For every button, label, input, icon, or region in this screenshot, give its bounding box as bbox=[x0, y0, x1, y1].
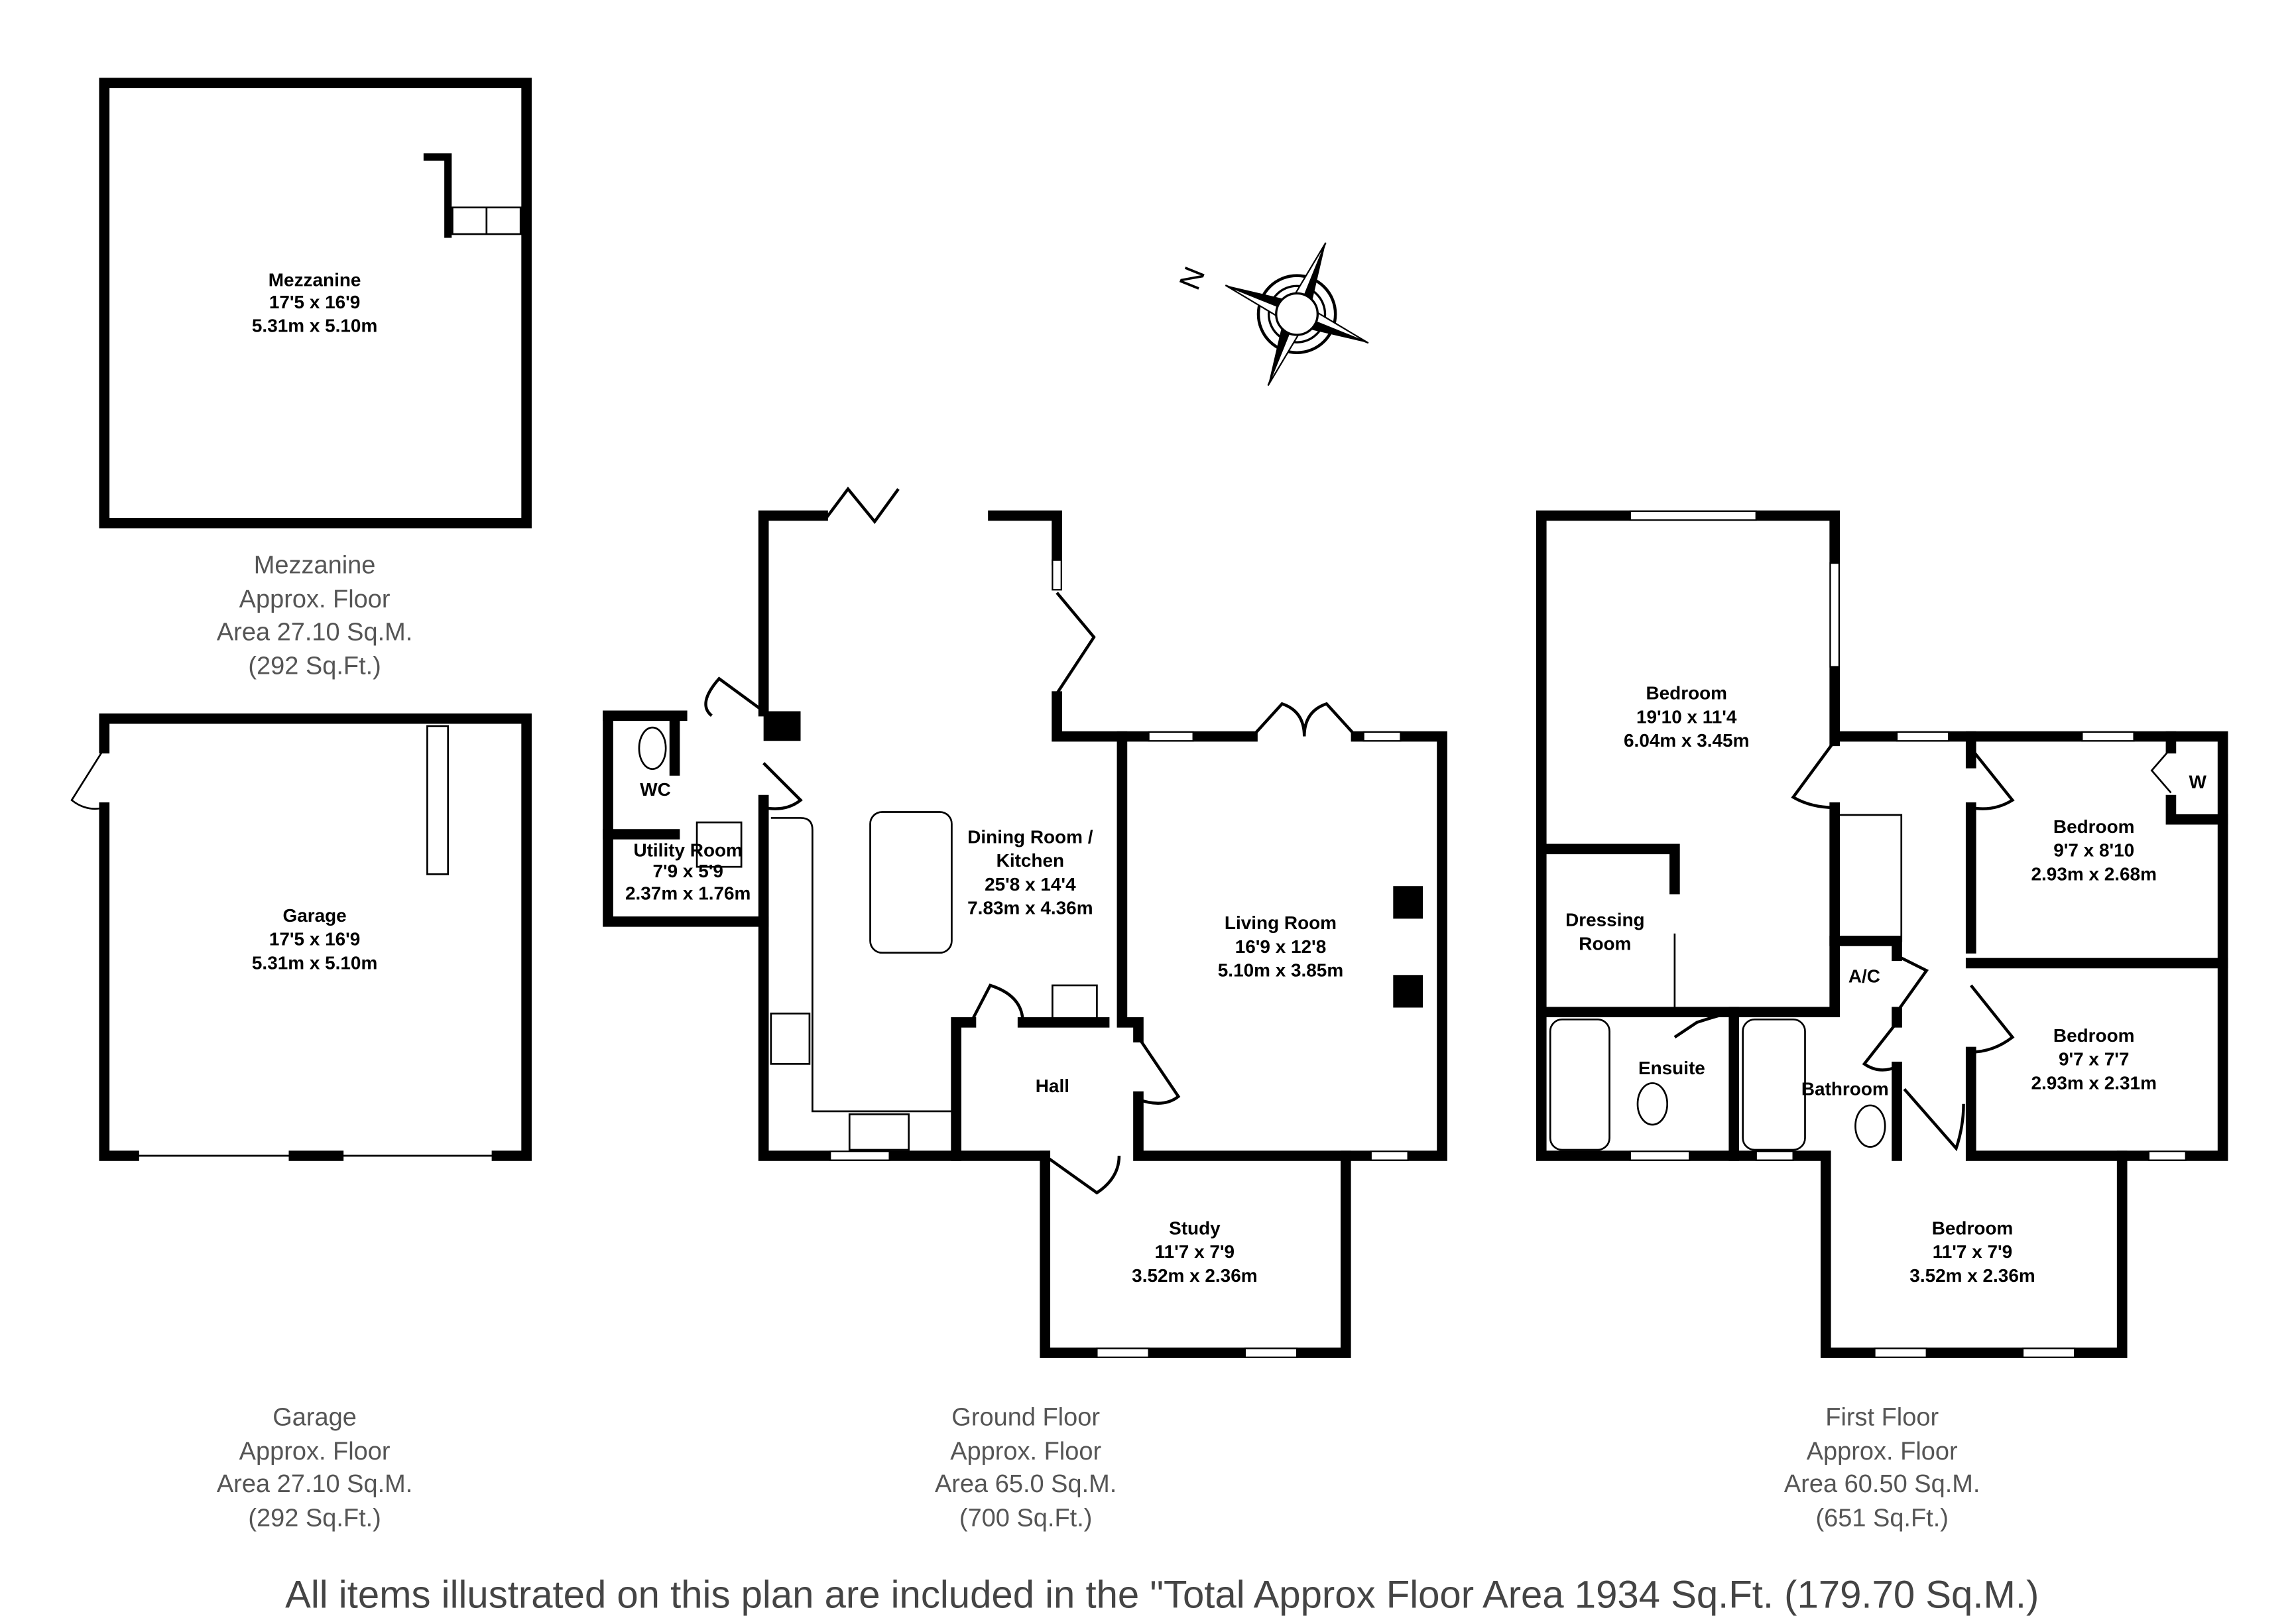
room-dimensions-imperial: 9'7 x 7'7 bbox=[2059, 1049, 2129, 1070]
garage-plan: Garage 17'5 x 16'9 5.31m x 5.10m bbox=[70, 713, 532, 1161]
summary-line: Garage bbox=[272, 1404, 357, 1432]
room-name-master-bedroom: Bedroom bbox=[1646, 683, 1727, 704]
summary-line: Area 65.0 Sq.M. bbox=[935, 1470, 1117, 1498]
room-name-airing-cupboard: A/C bbox=[1848, 966, 1880, 986]
room-name-bedroom-2: Bedroom bbox=[2053, 816, 2135, 837]
room-name-bathroom: Bathroom bbox=[1801, 1078, 1889, 1099]
ground-floor-plan: WC Utility Room 7'9 x 5'9 2.37m x 1.76m … bbox=[603, 486, 1447, 1358]
summary-line: First Floor bbox=[1825, 1404, 1939, 1432]
room-dimensions-metric: 2.37m x 1.76m bbox=[625, 883, 751, 903]
room-dimensions-imperial: 11'7 x 7'9 bbox=[1155, 1241, 1235, 1262]
room-name-bedroom-3: Bedroom bbox=[2053, 1025, 2135, 1046]
room-dimensions-imperial: 17'5 x 16'9 bbox=[269, 292, 361, 312]
room-name-utility: Utility Room bbox=[633, 840, 742, 861]
summary-line: Approx. Floor bbox=[1807, 1438, 1958, 1466]
room-name-wc: WC bbox=[640, 779, 671, 800]
room-dimensions-imperial: 11'7 x 7'9 bbox=[1933, 1241, 2012, 1262]
room-name: Mezzanine bbox=[269, 269, 361, 290]
room-name-ensuite: Ensuite bbox=[1638, 1058, 1705, 1078]
room-dimensions-imperial: 19'10 x 11'4 bbox=[1636, 706, 1737, 727]
room-name-dining-kitchen-2: Kitchen bbox=[997, 850, 1064, 871]
garage-summary: Garage Approx. Floor Area 27.10 Sq.M. (2… bbox=[217, 1404, 412, 1532]
room-name-wardrobe: W bbox=[2189, 772, 2206, 792]
room-dimensions-metric: 5.31m x 5.10m bbox=[252, 316, 377, 336]
north-label: N bbox=[1174, 263, 1212, 294]
summary-line: Area 60.50 Sq.M. bbox=[1784, 1470, 1980, 1498]
total-area-footer: All items illustrated on this plan are i… bbox=[285, 1573, 2039, 1616]
summary-line: (292 Sq.Ft.) bbox=[248, 653, 381, 680]
room-name-dressing-2: Room bbox=[1579, 933, 1631, 954]
room-dimensions-metric: 6.04m x 3.45m bbox=[1624, 730, 1749, 751]
first-floor-summary: First Floor Approx. Floor Area 60.50 Sq.… bbox=[1784, 1404, 1980, 1532]
room-name-hall: Hall bbox=[1036, 1076, 1069, 1096]
mezzanine-summary: Mezzanine Approx. Floor Area 27.10 Sq.M.… bbox=[217, 552, 412, 680]
summary-line: Approx. Floor bbox=[239, 586, 391, 613]
summary-line: Area 27.10 Sq.M. bbox=[217, 618, 412, 646]
summary-line: Approx. Floor bbox=[239, 1438, 391, 1466]
room-name-living: Living Room bbox=[1225, 912, 1337, 933]
mezzanine-plan: Mezzanine 17'5 x 16'9 5.31m x 5.10m bbox=[99, 78, 532, 529]
first-floor-plan: Bedroom 19'10 x 11'4 6.04m x 3.45m Dress… bbox=[1536, 510, 2228, 1358]
room-dimensions-imperial: 25'8 x 14'4 bbox=[985, 874, 1076, 895]
compass-rose-icon: N bbox=[1174, 242, 1369, 387]
room-dimensions-imperial: 9'7 x 8'10 bbox=[2053, 840, 2134, 861]
summary-line: (700 Sq.Ft.) bbox=[959, 1505, 1092, 1532]
room-dimensions-metric: 5.10m x 3.85m bbox=[1218, 960, 1343, 981]
room-name-dining-kitchen: Dining Room / bbox=[967, 826, 1093, 847]
room-dimensions-metric: 7.83m x 4.36m bbox=[967, 898, 1093, 918]
room-dimensions-imperial: 17'5 x 16'9 bbox=[269, 929, 361, 950]
room-dimensions-imperial: 16'9 x 12'8 bbox=[1235, 936, 1327, 957]
summary-line: Area 27.10 Sq.M. bbox=[217, 1470, 412, 1498]
room-dimensions-metric: 5.31m x 5.10m bbox=[252, 952, 377, 973]
room-name: Garage bbox=[282, 905, 346, 926]
room-dimensions-metric: 2.93m x 2.68m bbox=[2031, 863, 2157, 884]
summary-line: Mezzanine bbox=[254, 552, 376, 580]
summary-line: Ground Floor bbox=[951, 1404, 1100, 1432]
summary-line: Approx. Floor bbox=[950, 1438, 1101, 1466]
room-name-bedroom-4: Bedroom bbox=[1932, 1218, 2014, 1238]
summary-line: (651 Sq.Ft.) bbox=[1815, 1505, 1948, 1532]
room-dimensions-metric: 2.93m x 2.31m bbox=[2031, 1072, 2157, 1093]
room-dimensions-imperial: 7'9 x 5'9 bbox=[652, 861, 723, 881]
ground-floor-summary: Ground Floor Approx. Floor Area 65.0 Sq.… bbox=[935, 1404, 1117, 1532]
summary-line: (292 Sq.Ft.) bbox=[248, 1505, 381, 1532]
room-dimensions-metric: 3.52m x 2.36m bbox=[1909, 1265, 2035, 1286]
room-name-study: Study bbox=[1169, 1218, 1221, 1238]
room-name-dressing: Dressing bbox=[1565, 910, 1645, 930]
room-dimensions-metric: 3.52m x 2.36m bbox=[1132, 1265, 1257, 1286]
